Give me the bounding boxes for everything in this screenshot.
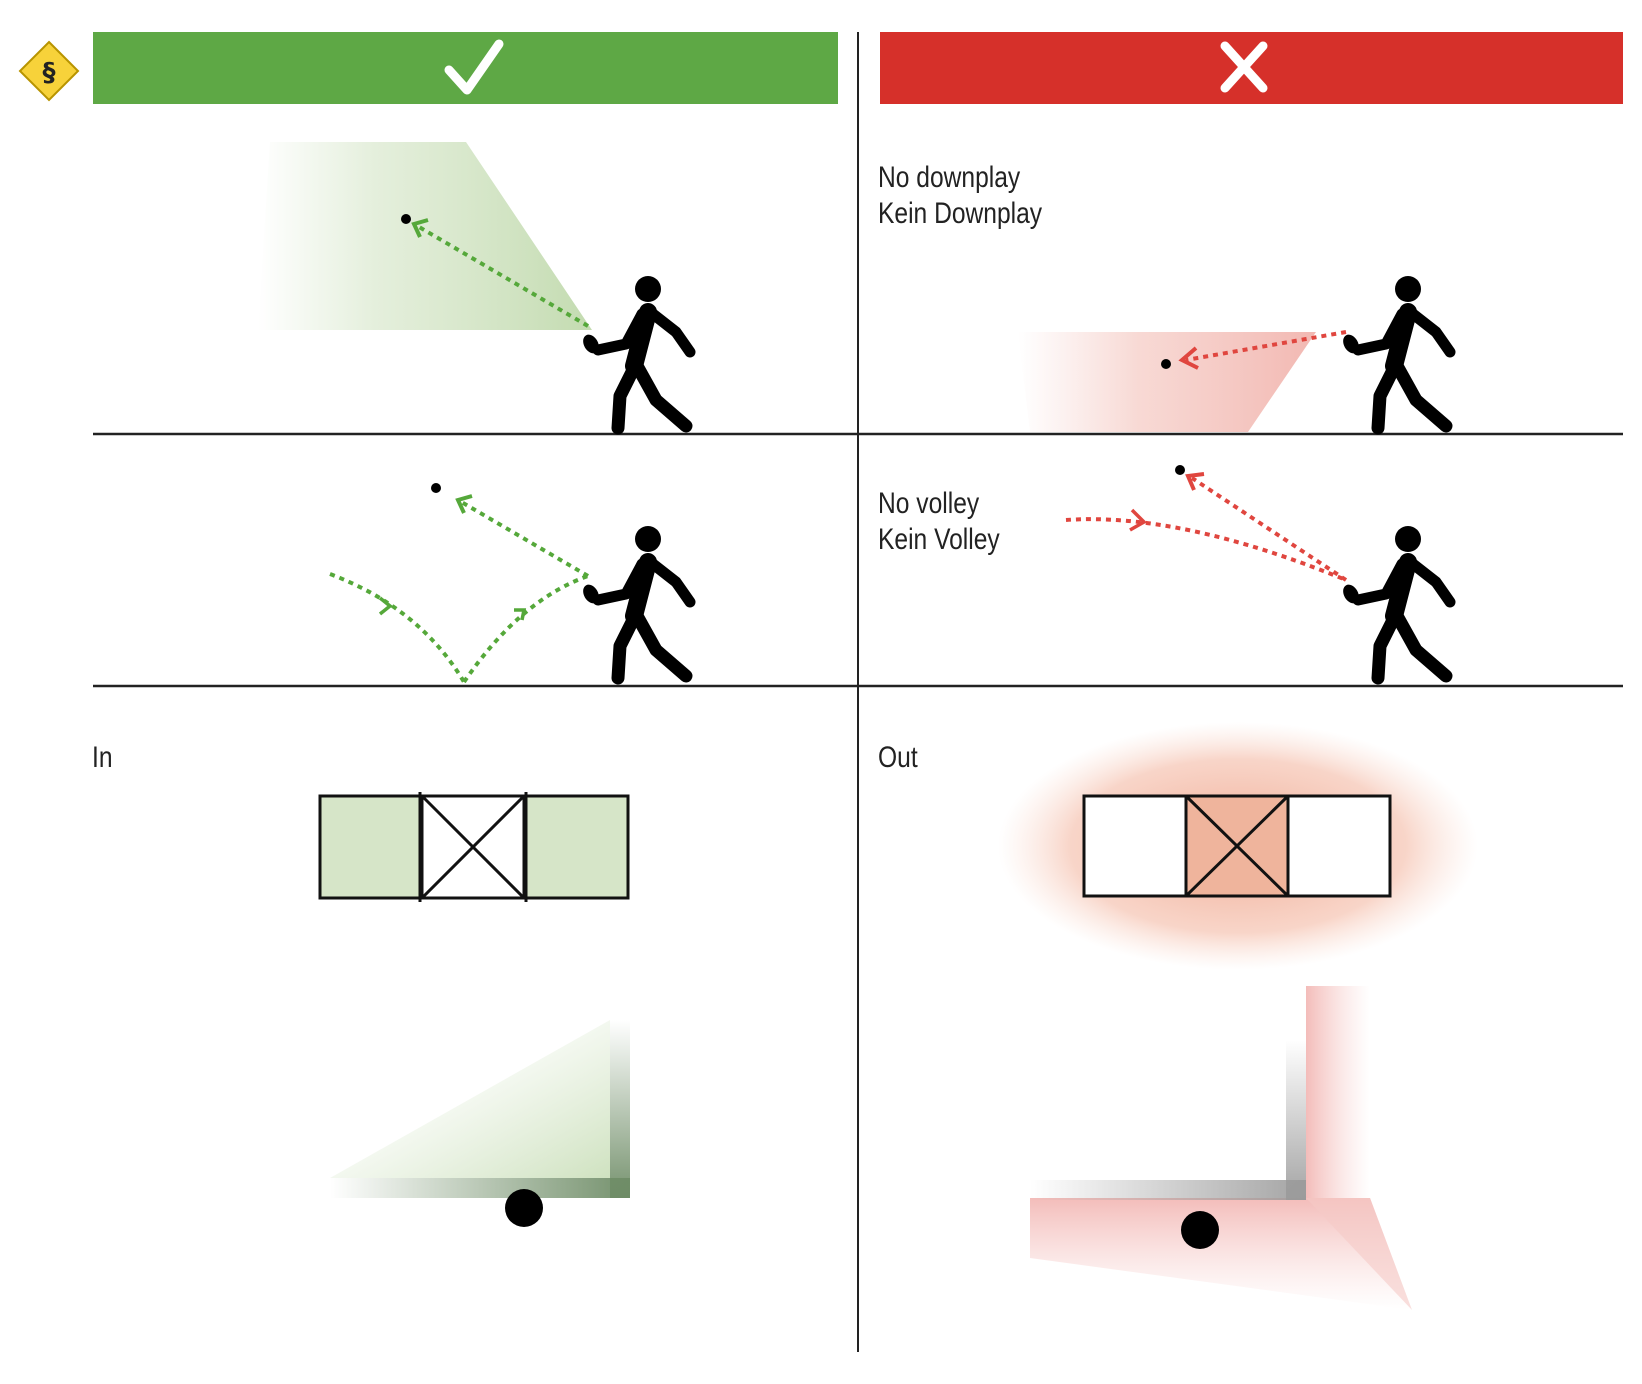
no-volley-label: No volley — [878, 487, 980, 520]
forbidden-downplay-shot — [1018, 276, 1450, 432]
check-icon — [444, 39, 504, 95]
player-figure — [580, 526, 690, 678]
ball — [505, 1189, 543, 1227]
player-figure — [1340, 276, 1450, 428]
kein-downplay-label: Kein Downplay — [878, 197, 1043, 230]
out-edge-ball — [1030, 986, 1412, 1310]
rule-paragraph-glyph: § — [43, 58, 56, 88]
forbidden-volley-shot — [1065, 465, 1450, 678]
ball — [1181, 1211, 1219, 1249]
ball-dot — [431, 483, 441, 493]
out-label: Out — [878, 741, 918, 774]
allowed-bounce-shot — [329, 483, 690, 682]
out-squares — [998, 722, 1478, 970]
cross-icon — [1220, 41, 1268, 93]
in-edge-ball — [330, 1020, 630, 1227]
allowed-header — [93, 32, 838, 104]
kein-volley-label: Kein Volley — [878, 523, 1000, 556]
in-label: In — [92, 741, 113, 774]
player-figure — [1340, 526, 1450, 678]
in-squares — [318, 792, 630, 902]
ball-dot — [1161, 359, 1171, 369]
forbidden-header — [880, 32, 1623, 104]
rule-paragraph-icon: § — [18, 40, 80, 102]
no-downplay-label: No downplay — [878, 161, 1021, 194]
ball-dot — [1175, 465, 1185, 475]
player-figure — [580, 276, 690, 428]
ball-dot — [401, 214, 411, 224]
allowed-upward-shot — [258, 142, 690, 428]
